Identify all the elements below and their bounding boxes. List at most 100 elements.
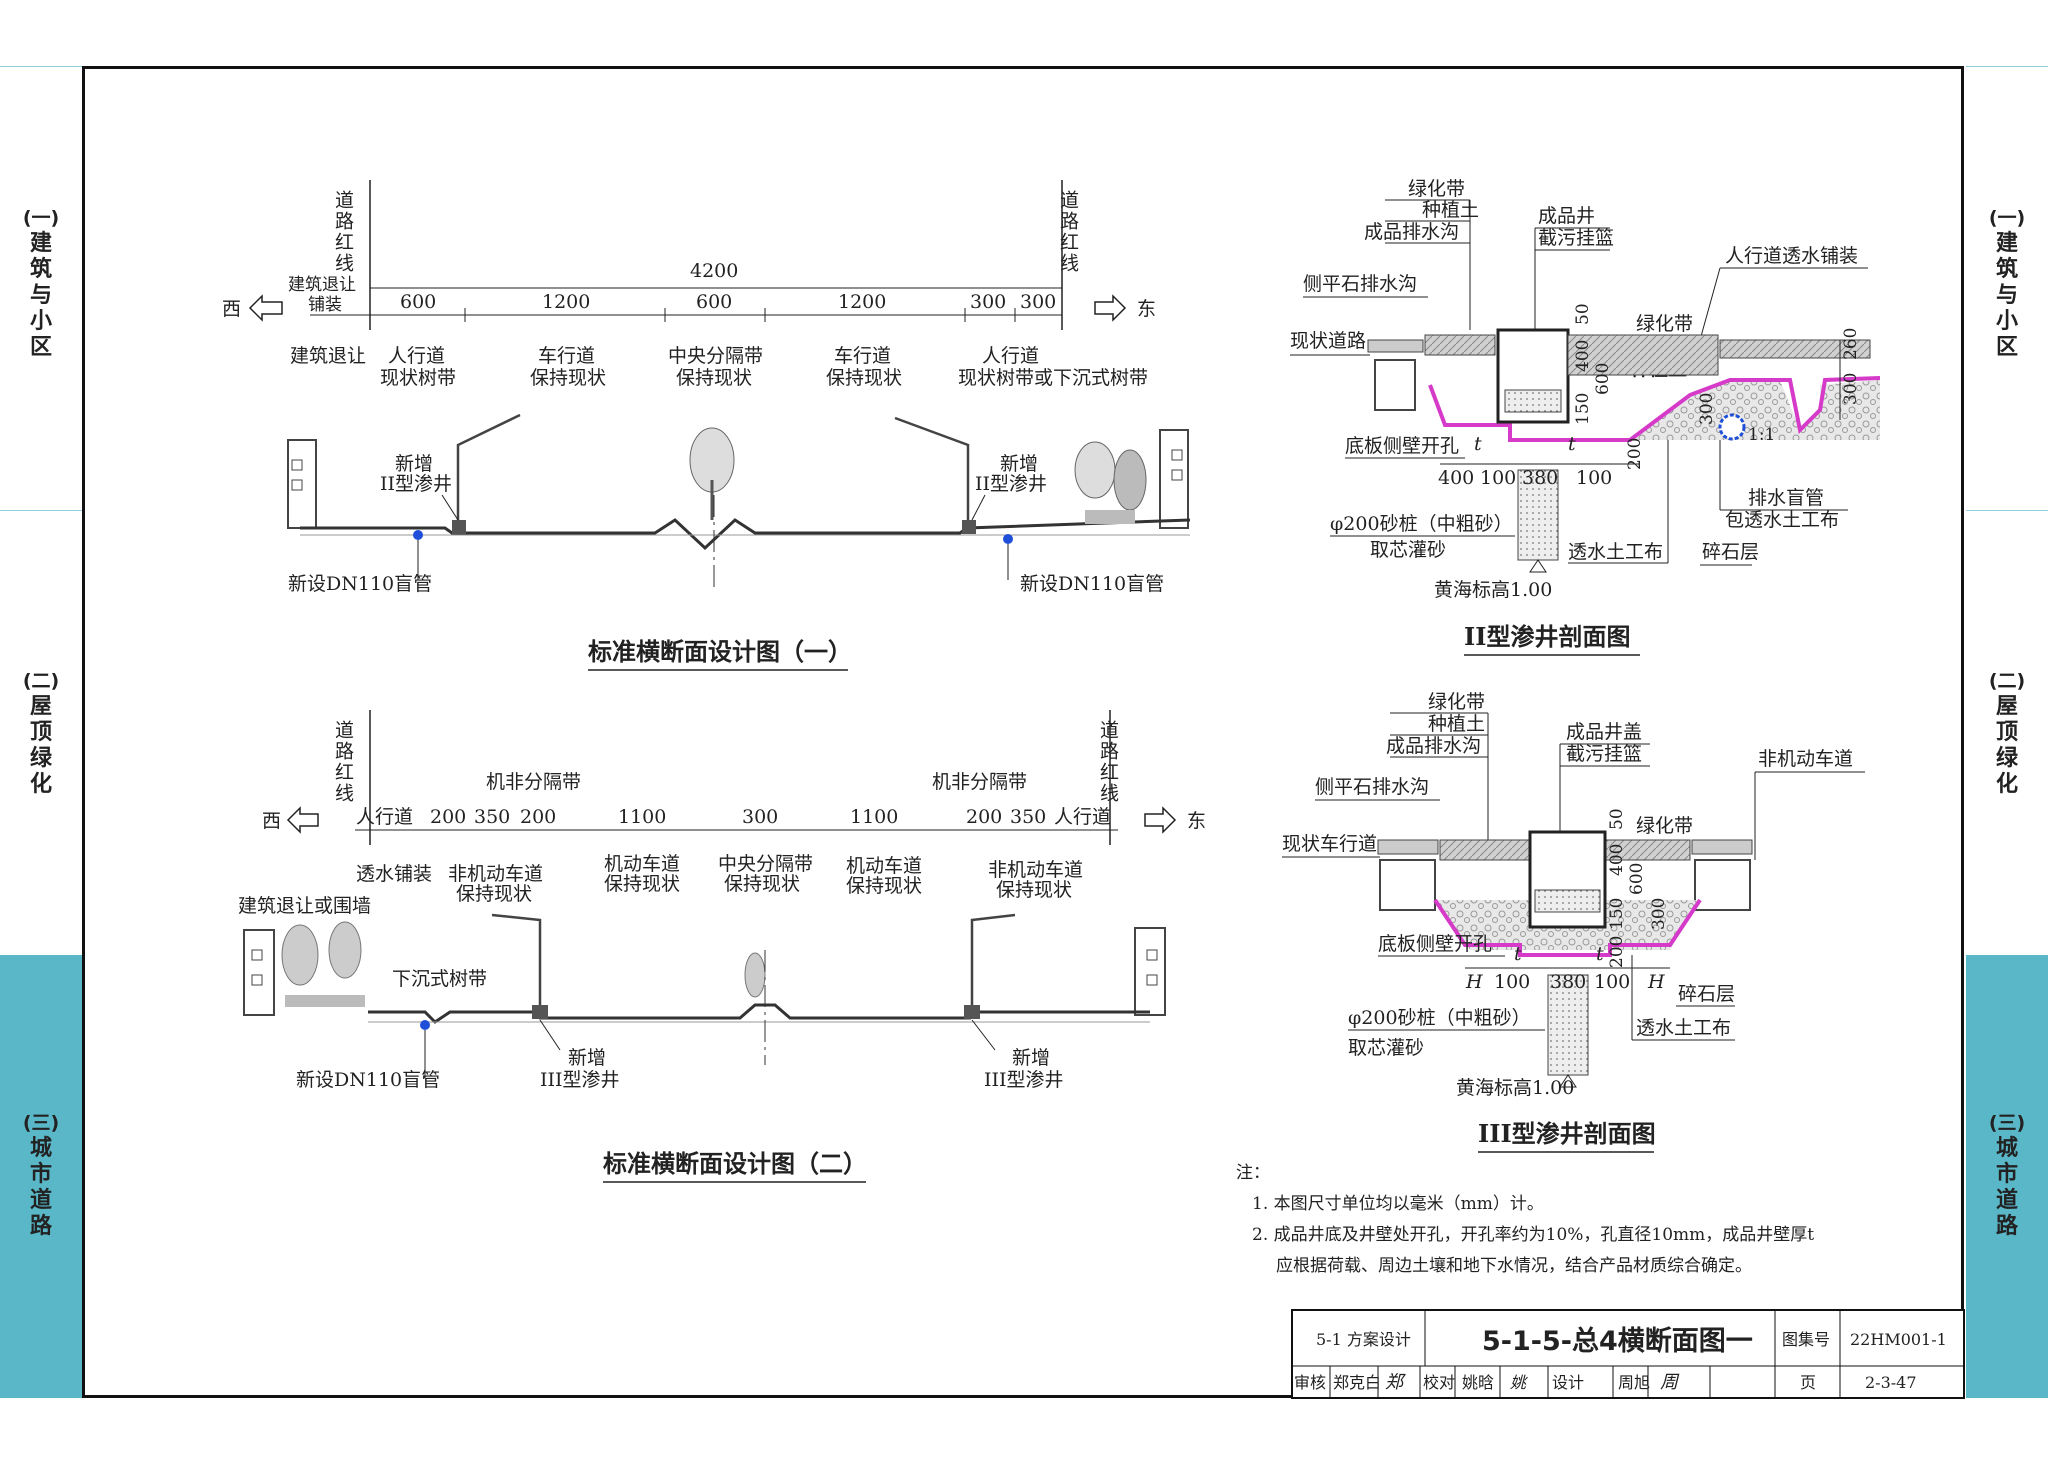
building-icon bbox=[243, 929, 275, 1016]
well-label: 新增 bbox=[568, 1047, 606, 1069]
dim: 200 bbox=[520, 806, 556, 828]
dim-v: 260 bbox=[1841, 328, 1861, 360]
page-label: 页 bbox=[1800, 1373, 1816, 1392]
existing-road-label: 现状道路 bbox=[1290, 330, 1366, 352]
geotextile-membrane bbox=[1433, 898, 1702, 957]
sep-label-right: 机非分隔带 bbox=[932, 771, 1027, 793]
side-tab-num: (一) bbox=[1988, 207, 2026, 229]
street-lamp-icon bbox=[456, 413, 521, 525]
sand-pile-icon bbox=[1517, 469, 1559, 561]
dim-h: 100 bbox=[1494, 971, 1530, 993]
t-label: t bbox=[1596, 943, 1604, 965]
dim-h: 100 bbox=[1594, 971, 1630, 993]
basket-label: 截污挂篮 bbox=[1538, 227, 1614, 249]
signature-3: 周 bbox=[1660, 1372, 1680, 1393]
side-tab-label: 城市道路 bbox=[1995, 1136, 2018, 1239]
infiltration-well-icon bbox=[452, 520, 466, 534]
dim-ticks bbox=[369, 308, 1016, 322]
tree-icon bbox=[281, 921, 766, 1007]
drain-pipe-label: 排水盲管 bbox=[1748, 487, 1824, 509]
building-icon bbox=[1134, 927, 1166, 1016]
green-label: 绿化带 bbox=[1636, 313, 1693, 335]
elevation-label: 黄海标高1.00 bbox=[1434, 579, 1552, 601]
geotextile-membrane bbox=[1428, 376, 1881, 442]
road-section bbox=[300, 518, 1191, 551]
section-2-caption: 标准横断面设计图（二） bbox=[603, 1149, 867, 1178]
zone-label: 非机动车道 bbox=[988, 859, 1083, 881]
label: 成品排水沟 bbox=[1386, 735, 1481, 757]
dim-v: 300 bbox=[1841, 373, 1861, 405]
infiltration-well-icon bbox=[964, 1005, 980, 1019]
dim-600-a: 600 bbox=[400, 291, 436, 313]
dim: 1100 bbox=[618, 806, 666, 828]
side-tab-1-right[interactable]: (一) 建筑与小区 bbox=[1966, 205, 2048, 361]
east-label: 东 bbox=[1137, 298, 1156, 320]
dim-300-a: 300 bbox=[970, 291, 1006, 313]
dim-h: 400 bbox=[1438, 467, 1474, 489]
well-label: III型渗井 bbox=[540, 1069, 620, 1091]
red-line-label-left: 道路红线 bbox=[332, 190, 354, 274]
side-ditch-label: 侧平石排水沟 bbox=[1315, 776, 1429, 798]
side-tab-num: (二) bbox=[1988, 670, 2026, 692]
existing-road-label: 现状车行道 bbox=[1282, 833, 1377, 855]
pipe-icon bbox=[413, 530, 423, 540]
opening-label: 底板侧壁开孔 bbox=[1378, 933, 1492, 955]
well-iii-caption: III型渗井剖面图 bbox=[1478, 1119, 1656, 1148]
dim-v: 200 bbox=[1625, 438, 1645, 470]
label: 绿化带 bbox=[1408, 178, 1465, 200]
zone-label: 保持现状 bbox=[846, 875, 922, 897]
note-1: 1. 本图尺寸单位均以毫米（mm）计。 bbox=[1252, 1194, 1544, 1214]
building-label: 建筑退让或围墙 bbox=[238, 895, 371, 917]
dim-h: 380 bbox=[1550, 971, 1586, 993]
geotextile-label: 透水土工布 bbox=[1568, 541, 1663, 563]
sand-pile-label: φ200砂桩（中粗砂） bbox=[1348, 1007, 1531, 1029]
zone-label: 保持现状 bbox=[996, 879, 1072, 901]
wrap-label: 包透水土工布 bbox=[1725, 509, 1839, 531]
dim-v: 600 bbox=[1593, 363, 1613, 395]
side-tab-num: (三) bbox=[22, 1112, 60, 1134]
notes: 注： 1. 本图尺寸单位均以毫米（mm）计。 2. 成品井底及井壁处开孔，开孔率… bbox=[1236, 1158, 1814, 1282]
section-1-caption: 标准横断面设计图（一） bbox=[588, 637, 852, 666]
pipe-icon bbox=[420, 1020, 430, 1030]
dim-v: 150 bbox=[1573, 393, 1593, 425]
sand-pile-label: φ200砂桩（中粗砂） bbox=[1330, 513, 1513, 535]
sidewalk-label: 人行道透水铺装 bbox=[1725, 245, 1858, 267]
zone-label: 中央分隔带 bbox=[668, 345, 763, 367]
well-label: 新增 bbox=[1012, 1047, 1050, 1069]
zone-label: 保持现状 bbox=[604, 873, 680, 895]
street-lamp-icon bbox=[894, 416, 970, 525]
side-tab-2[interactable]: (二) 屋顶绿化 bbox=[0, 668, 82, 798]
slope-label: 1:1 bbox=[1748, 425, 1775, 445]
zone-label: 机动车道 bbox=[846, 855, 922, 877]
left-header: 建筑退让 bbox=[288, 275, 356, 295]
signature-2: 姚 bbox=[1510, 1373, 1528, 1392]
zone-label: 保持现状 bbox=[676, 367, 752, 389]
product-well-label: 成品井 bbox=[1538, 205, 1595, 227]
pipe-icon bbox=[1003, 534, 1013, 544]
t-label: t bbox=[1514, 943, 1522, 965]
west-arrow-icon bbox=[286, 806, 319, 834]
zone-label: 保持现状 bbox=[456, 883, 532, 905]
dim-h: H bbox=[1465, 971, 1483, 993]
side-tab-1[interactable]: (一) 建筑与小区 bbox=[0, 205, 82, 361]
side-tab-label: 建筑与小区 bbox=[29, 231, 52, 360]
side-ditch-label: 侧平石排水沟 bbox=[1303, 273, 1417, 295]
label: 种植土 bbox=[1422, 199, 1479, 221]
side-tab-num: (一) bbox=[22, 207, 60, 229]
sep-label-left: 机非分隔带 bbox=[486, 771, 581, 793]
side-tab-3-active[interactable]: (三) 城市道路 bbox=[0, 955, 82, 1398]
west-arrow-icon bbox=[248, 294, 283, 322]
zone-label: 现状树带或下沉式树带 bbox=[958, 367, 1148, 389]
side-tab-2-right[interactable]: (二) 屋顶绿化 bbox=[1966, 668, 2048, 798]
section-1: 道路红线 道路红线 4200 建筑退让 铺装 600 1200 600 1200… bbox=[222, 180, 1191, 671]
cover-label: 成品井盖 bbox=[1566, 721, 1642, 743]
core-label: 取芯灌砂 bbox=[1370, 539, 1446, 561]
dim-v: 300 bbox=[1697, 393, 1717, 425]
side-tab-3-right-active[interactable]: (三) 城市道路 bbox=[1966, 955, 2048, 1398]
well-ii-caption: II型渗井剖面图 bbox=[1464, 622, 1630, 651]
side-tab-num: (二) bbox=[22, 670, 60, 692]
note-3: 应根据荷载、周边土壤和地下水情况，结合产品材质综合确定。 bbox=[1276, 1256, 1752, 1276]
total-width: 4200 bbox=[690, 260, 738, 282]
dim-h: 100 bbox=[1480, 467, 1516, 489]
